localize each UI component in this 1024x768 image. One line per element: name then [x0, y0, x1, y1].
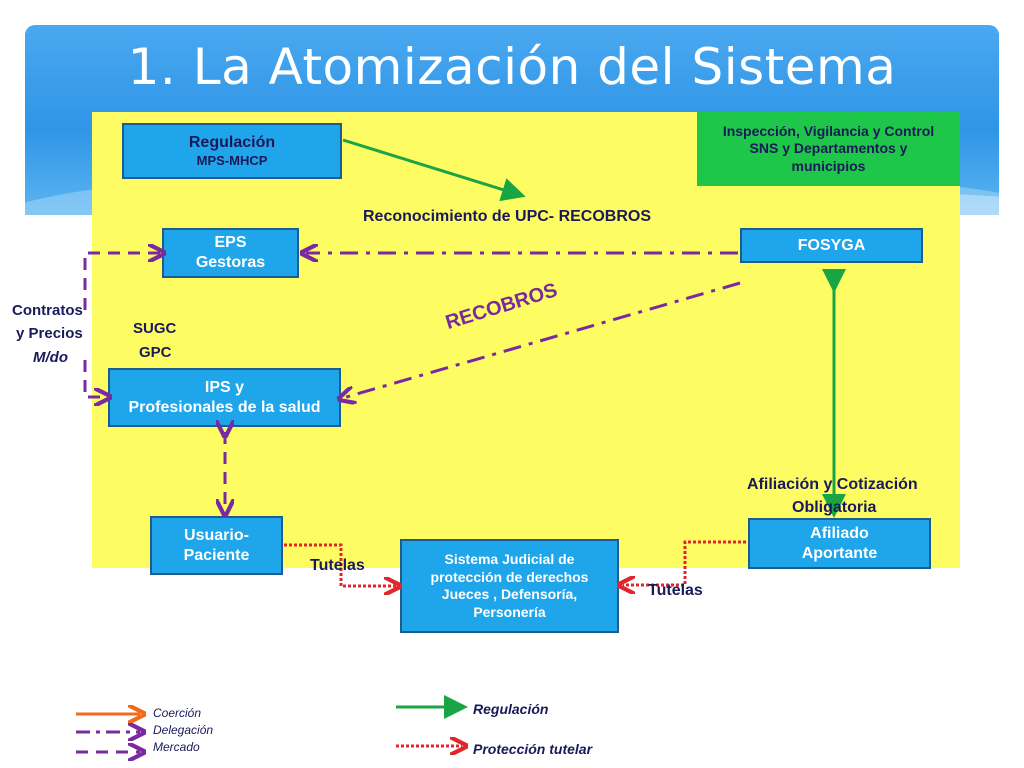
- legend-mercado: Mercado: [153, 740, 200, 754]
- tutela-right-arrow: [623, 540, 746, 585]
- judicial-line4: Personería: [473, 603, 546, 620]
- fosyga-box: FOSYGA: [740, 228, 923, 263]
- regulacion-title: Regulación: [188, 133, 276, 151]
- legend-proteccion: Protección tutelar: [473, 741, 593, 757]
- eps-box: EPS Gestoras: [162, 228, 299, 278]
- contratos-label-1: Contratos: [12, 302, 83, 319]
- eps-line2: Gestoras: [195, 254, 266, 271]
- contratos-eps-arrow: [83, 253, 160, 310]
- usuario-line1: Usuario-: [184, 526, 249, 544]
- legend-regulacion: Regulación: [473, 701, 549, 717]
- tutela-left-arrow: [284, 543, 396, 586]
- ivc-line1: Inspección, Vigilancia y Control: [722, 122, 935, 139]
- diagram-area: [92, 112, 960, 568]
- contratos-ips-arrow: [83, 360, 106, 397]
- ips-line2: Profesionales de la salud: [128, 398, 321, 416]
- usuario-box: Usuario- Paciente: [150, 516, 283, 575]
- afiliado-line1: Afiliado: [810, 524, 869, 542]
- usuario-line2: Paciente: [183, 546, 250, 564]
- judicial-line3: Jueces , Defensoría,: [441, 586, 578, 602]
- legend-delegacion: Delegación: [153, 723, 214, 737]
- eps-line1: EPS: [214, 234, 247, 251]
- sugc-label: SUGC: [133, 320, 177, 337]
- judicial-line1: Sistema Judicial de: [444, 551, 575, 567]
- afiliado-box: Afiliado Aportante: [748, 518, 931, 569]
- regulation-arrow: [342, 138, 526, 202]
- tutelas-right-label: Tutelas: [648, 582, 703, 599]
- legend-coercion: Coerción: [153, 706, 202, 720]
- ivc-line3: municipios: [791, 157, 866, 174]
- afiliado-line2: Aportante: [801, 544, 878, 562]
- afiliacion-label-1: Afiliación y Cotización: [747, 476, 918, 493]
- ivc-line2: SNS y Departamentos y: [749, 140, 908, 157]
- gpc-label: GPC: [139, 344, 172, 361]
- contratos-label-2: y Precios: [16, 325, 83, 342]
- page-title: 1. La Atomización del Sistema: [127, 38, 897, 96]
- reconocimiento-label: Reconocimiento de UPC- RECOBROS: [363, 208, 652, 225]
- judicial-box: Sistema Judicial de protección de derech…: [400, 539, 619, 633]
- tutelas-left-label: Tutelas: [310, 557, 365, 574]
- fosyga-label: FOSYGA: [797, 237, 866, 254]
- regulacion-subtitle: MPS-MHCP: [196, 152, 268, 168]
- afiliacion-label-2: Obligatoria: [792, 499, 877, 516]
- recobros-arrow: [343, 281, 741, 398]
- ivc-box: Inspección, Vigilancia y Control SNS y D…: [697, 112, 960, 186]
- ips-box: IPS y Profesionales de la salud: [108, 368, 341, 427]
- judicial-line2: protección de derechos: [430, 568, 589, 585]
- contratos-label-3: M/do: [33, 349, 68, 366]
- ips-line1: IPS y: [204, 378, 245, 396]
- regulacion-box: Regulación MPS-MHCP: [122, 123, 342, 179]
